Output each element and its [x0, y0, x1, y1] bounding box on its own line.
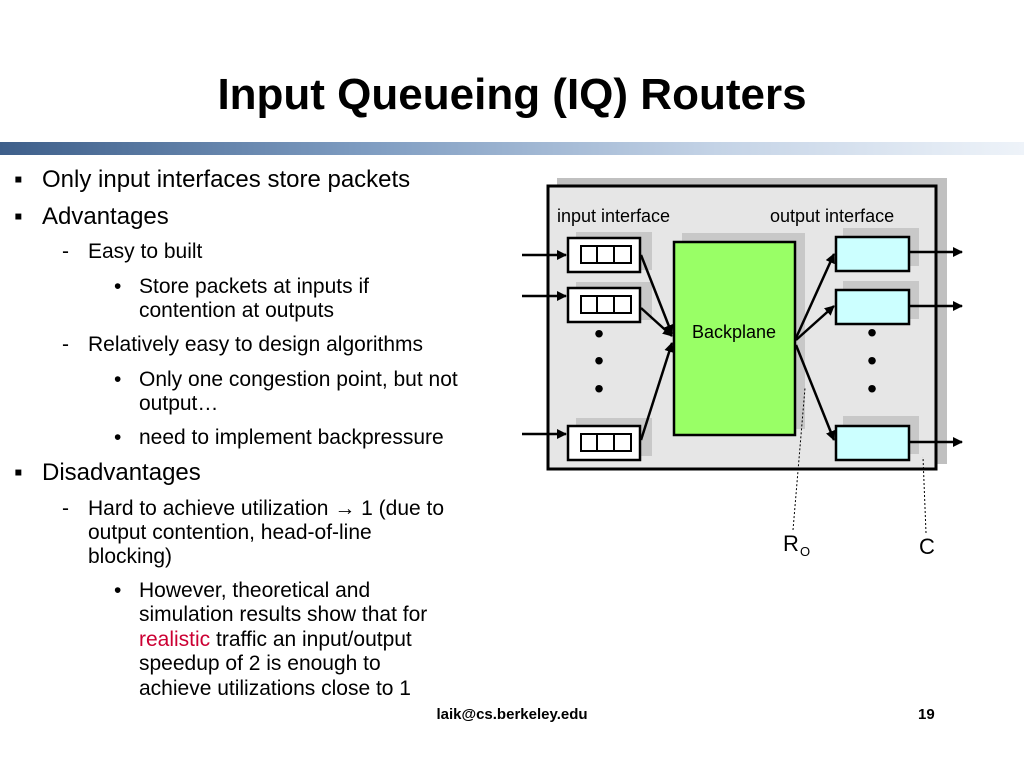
output-port	[834, 235, 911, 273]
bullet-dot: •	[114, 426, 122, 449]
ellipsis-dot: •	[594, 318, 604, 349]
bullet-item-cont: simulation results show that for	[139, 603, 428, 626]
bullet-item-cont: output contention, head-of-line	[88, 521, 372, 544]
bullet-item: Easy to built	[88, 240, 203, 263]
bullet-item: Only one congestion point, but not	[139, 368, 458, 391]
bullet-item-cont: output…	[139, 392, 219, 415]
right-arrow-icon: →	[334, 497, 356, 520]
title-underline-bar	[0, 142, 1024, 155]
bullet-item: Disadvantages	[42, 459, 201, 486]
c-leader-line	[922, 456, 927, 534]
bullet-dot: •	[114, 275, 122, 298]
bullet-item-cont: speedup of 2 is enough to	[139, 652, 381, 675]
bullet-item-cont: realistic traffic an input/output	[139, 628, 412, 652]
switch-arrow	[794, 253, 836, 339]
bullet-item-cont: contention at outputs	[139, 299, 334, 322]
bullet-dash: -	[62, 240, 69, 263]
switch-arrow	[640, 307, 673, 337]
bullet-square: ▪	[14, 459, 23, 486]
input-interface-label: input interface	[557, 206, 670, 226]
bullet-text: Hard to achieve utilization	[88, 497, 329, 520]
backplane	[672, 240, 797, 437]
bullet-square: ▪	[14, 166, 23, 193]
bullet-item-cont: achieve utilizations close to 1	[139, 677, 411, 700]
output-interface-label: output interface	[770, 206, 894, 226]
bullet-text: traffic an input/output	[210, 628, 412, 651]
slide-title: Input Queueing (IQ) Routers	[217, 70, 807, 119]
output-port	[834, 288, 911, 326]
bullet-item: Relatively easy to design algorithms	[88, 333, 423, 356]
bullet-square: ▪	[14, 203, 23, 230]
output-port	[834, 424, 911, 462]
bullet-dot: •	[114, 368, 122, 391]
ellipsis-dot: •	[867, 345, 877, 376]
bullet-dot: •	[114, 579, 122, 602]
ellipsis-dot: •	[594, 373, 604, 404]
bullet-dash: -	[62, 333, 69, 356]
page-number: 19	[918, 706, 935, 723]
bullet-item: Only input interfaces store packets	[42, 166, 411, 193]
ellipsis-dot: •	[594, 345, 604, 376]
c-label: C	[919, 534, 935, 559]
switch-arrow	[795, 305, 835, 341]
bullet-item: need to implement backpressure	[139, 426, 444, 449]
bullet-item: Advantages	[42, 203, 169, 230]
switch-arrow	[639, 254, 674, 335]
footer-email: laik@cs.berkeley.edu	[436, 706, 588, 723]
ellipsis-dot: •	[867, 373, 877, 404]
backplane-label: Backplane	[692, 322, 776, 342]
highlight-text: realistic	[139, 628, 211, 651]
bullet-item-cont: blocking)	[88, 545, 173, 568]
input-port	[566, 236, 642, 274]
switch-arrow	[794, 344, 836, 441]
ro-label: R	[783, 531, 799, 556]
bullet-item: Store packets at inputs if	[139, 275, 369, 298]
switch-arrow	[639, 342, 675, 441]
input-port	[566, 286, 642, 324]
input-port	[566, 424, 642, 462]
bullet-item: Hard to achieve utilization → 1 (due to	[88, 497, 444, 521]
bullet-dash: -	[62, 497, 69, 520]
ellipsis-dot: •	[867, 317, 877, 348]
bullet-text: 1 (due to	[361, 497, 445, 520]
bullet-item: However, theoretical and	[139, 579, 371, 602]
ro-subscript: O	[800, 544, 810, 559]
